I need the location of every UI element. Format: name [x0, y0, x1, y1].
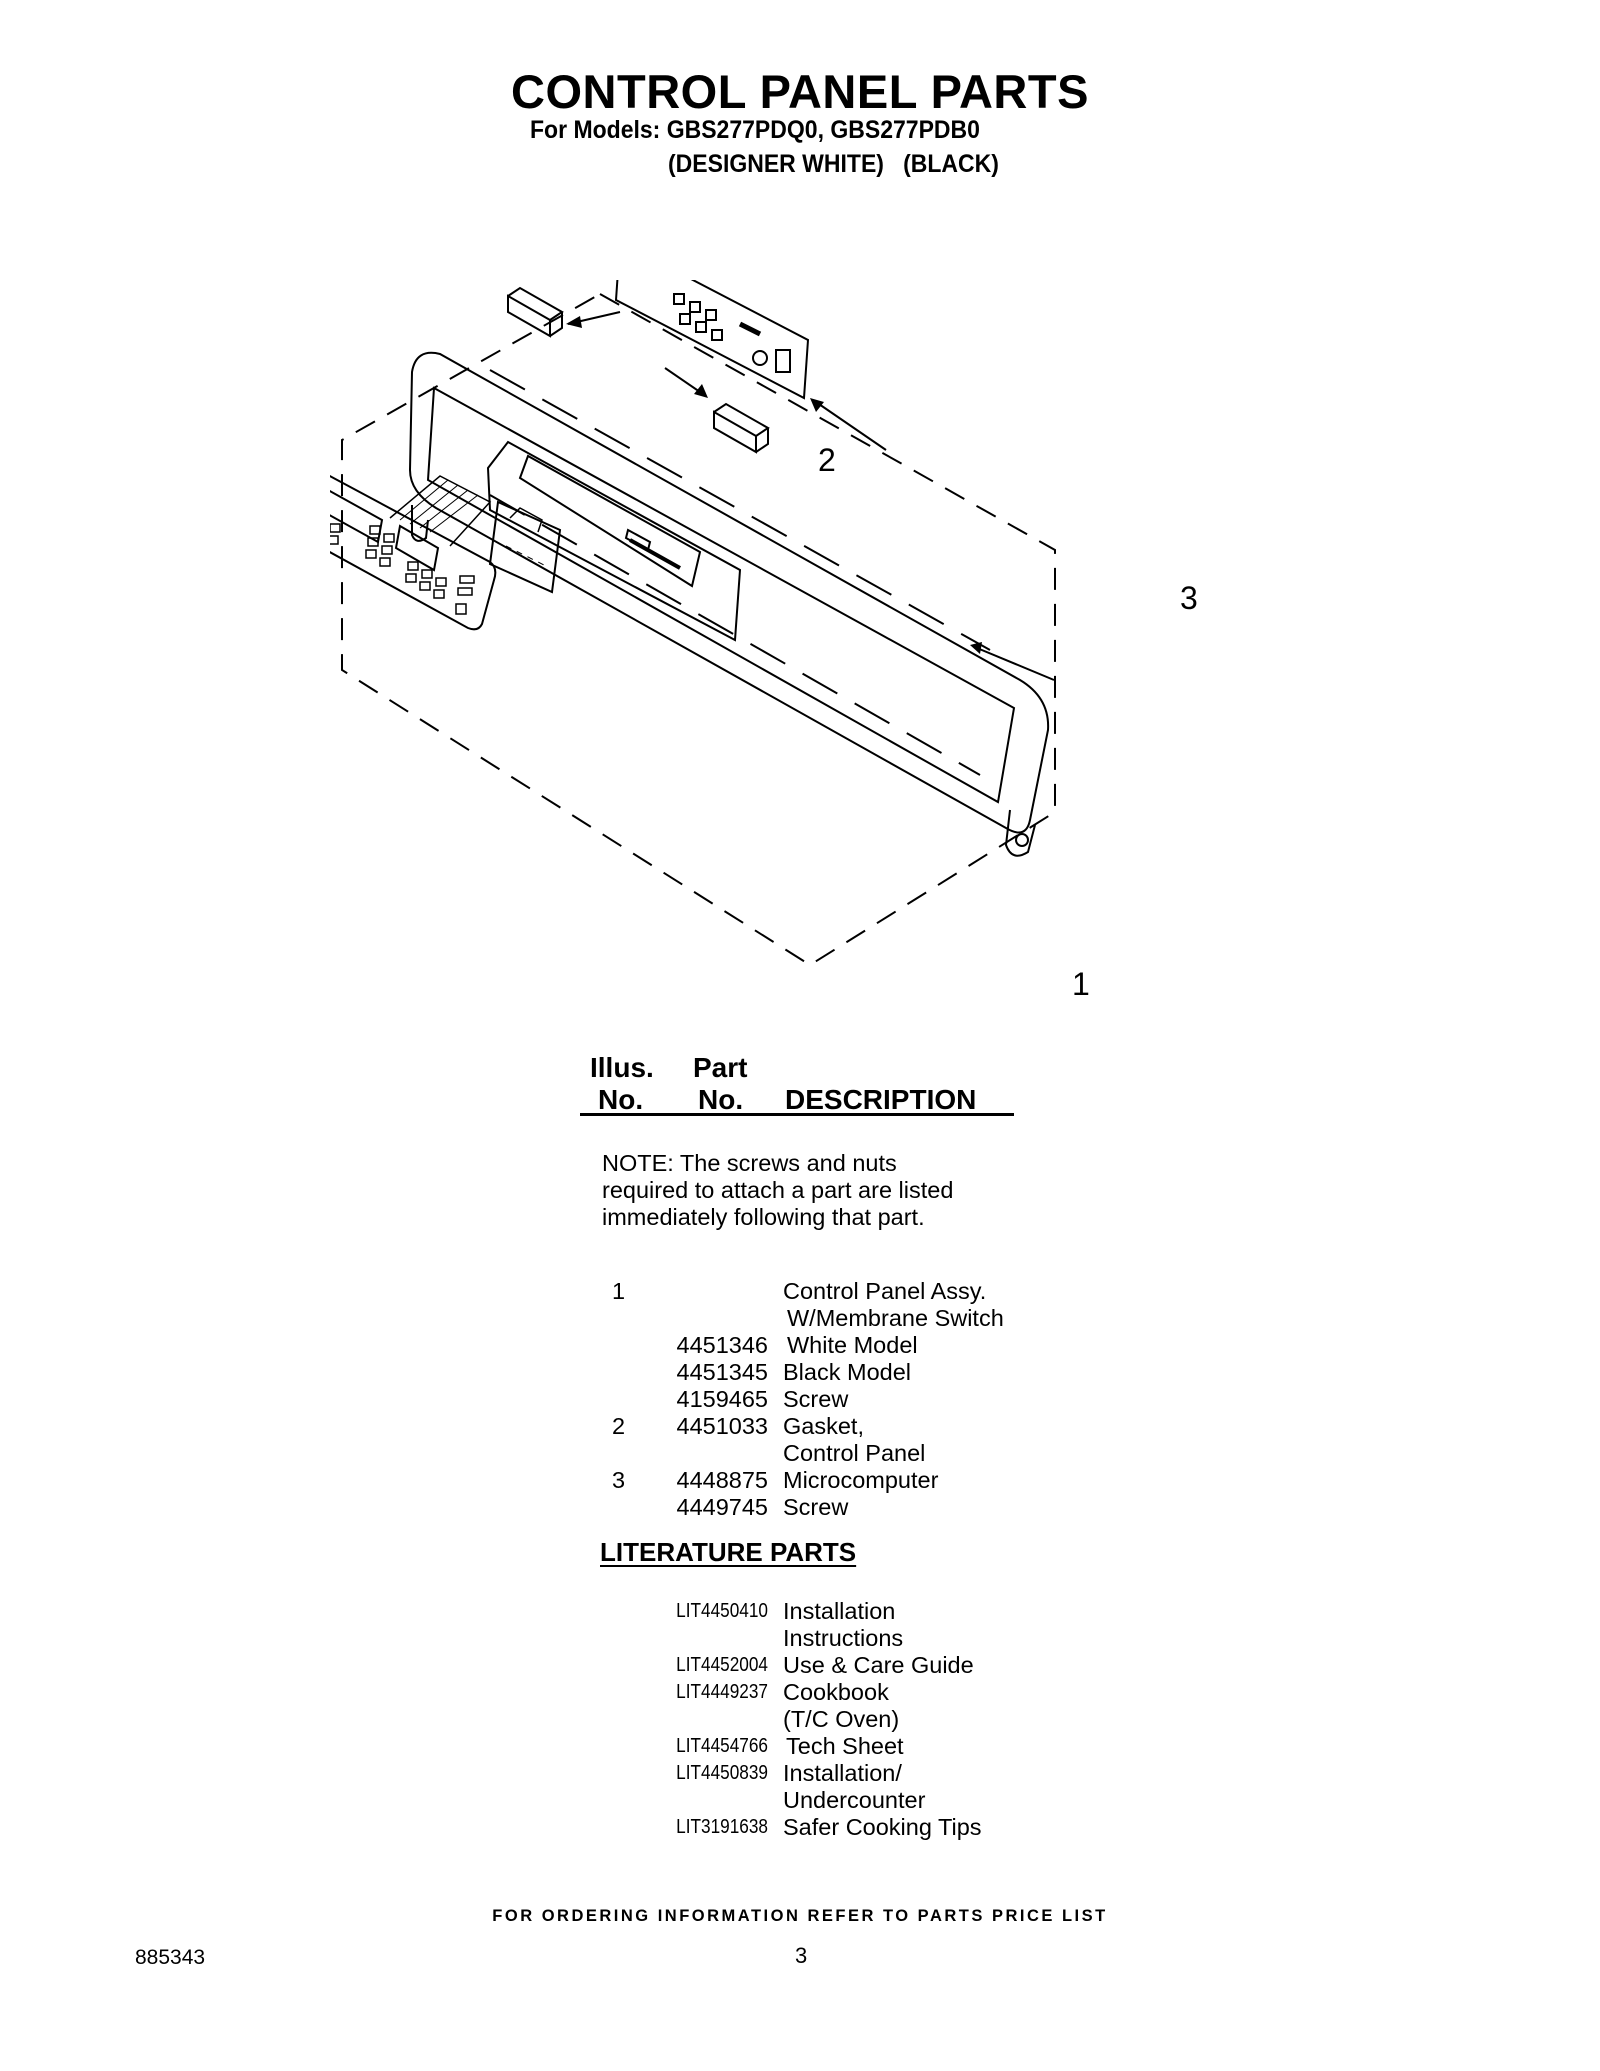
- lit-row-4-desc: Cookbook: [783, 1679, 889, 1705]
- microcomputer-board: [614, 280, 810, 400]
- lit-row-7-part: LIT4450839: [676, 1762, 768, 1784]
- panel-bracket: [488, 500, 562, 594]
- row-6-desc: Gasket,: [783, 1413, 864, 1439]
- row-3-desc: White Model: [787, 1332, 918, 1358]
- row-1-illus: 1: [612, 1278, 626, 1304]
- header-rule: [580, 1113, 1014, 1116]
- document-number: 885343: [135, 1946, 206, 1969]
- row-8-illus: 3: [612, 1467, 626, 1493]
- row-1-desc: Control Panel Assy.: [783, 1278, 987, 1304]
- lit-row-6-part: LIT4454766: [676, 1735, 768, 1757]
- row-5-part: 4159465: [676, 1386, 769, 1412]
- row-6-part: 4451033: [676, 1413, 769, 1439]
- row-8-desc: Microcomputer: [783, 1467, 939, 1493]
- row-3-part: 4451346: [676, 1332, 769, 1358]
- row-4-part: 4451345: [676, 1359, 769, 1385]
- row-4-desc: Black Model: [783, 1359, 911, 1385]
- lit-row-9-desc: Safer Cooking Tips: [783, 1814, 982, 1840]
- row-6-illus: 2: [612, 1413, 626, 1439]
- lit-row-3-desc: Use & Care Guide: [783, 1652, 974, 1678]
- row-8-part: 4448875: [676, 1467, 769, 1493]
- callout-3: 3: [1180, 580, 1198, 616]
- ordering-footer: FOR ORDERING INFORMATION REFER TO PARTS …: [492, 1907, 1108, 1925]
- page-title: CONTROL PANEL PARTS: [511, 65, 1089, 118]
- control-panel-frame: [408, 351, 1050, 857]
- dashed-assembly-outline: [341, 292, 1056, 967]
- header-part-bottom: No.: [698, 1084, 744, 1115]
- lit-row-1-part: LIT4450410: [676, 1600, 768, 1622]
- exploded-parts-diagram: [330, 280, 1056, 967]
- membrane-switch-overlay: [330, 474, 497, 631]
- literature-heading: LITERATURE PARTS: [600, 1537, 857, 1567]
- lit-row-6-desc: Tech Sheet: [786, 1733, 904, 1759]
- leader-lines: [567, 311, 1055, 681]
- lit-row-3-part: LIT4452004: [676, 1654, 768, 1676]
- header-illus-top: Illus.: [590, 1052, 654, 1083]
- model-colors: (DESIGNER WHITE) (BLACK): [668, 150, 999, 178]
- gasket-upper: [507, 286, 564, 338]
- models-subtitle: For Models: GBS277PDQ0, GBS277PDB0: [530, 116, 980, 144]
- callout-2: 2: [818, 442, 836, 478]
- lit-row-4-part: LIT4449237: [676, 1681, 768, 1703]
- gasket-lower: [713, 402, 770, 454]
- note-text: NOTE: The screws and nuts required to at…: [602, 1150, 954, 1230]
- lit-row-2-desc: Instructions: [783, 1625, 904, 1651]
- row-9-part: 4449745: [676, 1494, 769, 1520]
- lit-row-5-desc: (T/C Oven): [783, 1706, 900, 1732]
- lit-row-9-part: LIT3191638: [676, 1816, 768, 1838]
- lit-row-8-desc: Undercounter: [783, 1787, 926, 1813]
- page-number: 3: [795, 1943, 808, 1968]
- lit-row-1-desc: Installation: [783, 1598, 896, 1624]
- header-part-top: Part: [693, 1052, 748, 1083]
- header-description: DESCRIPTION: [785, 1084, 977, 1115]
- lit-row-7-desc: Installation/: [783, 1760, 902, 1786]
- callout-1: 1: [1072, 966, 1090, 1002]
- row-5-desc: Screw: [783, 1386, 849, 1412]
- header-illus-bottom: No.: [598, 1084, 644, 1115]
- row-7-desc: Control Panel: [783, 1440, 926, 1466]
- row-9-desc: Screw: [783, 1494, 849, 1520]
- row-2-desc: W/Membrane Switch: [787, 1305, 1004, 1331]
